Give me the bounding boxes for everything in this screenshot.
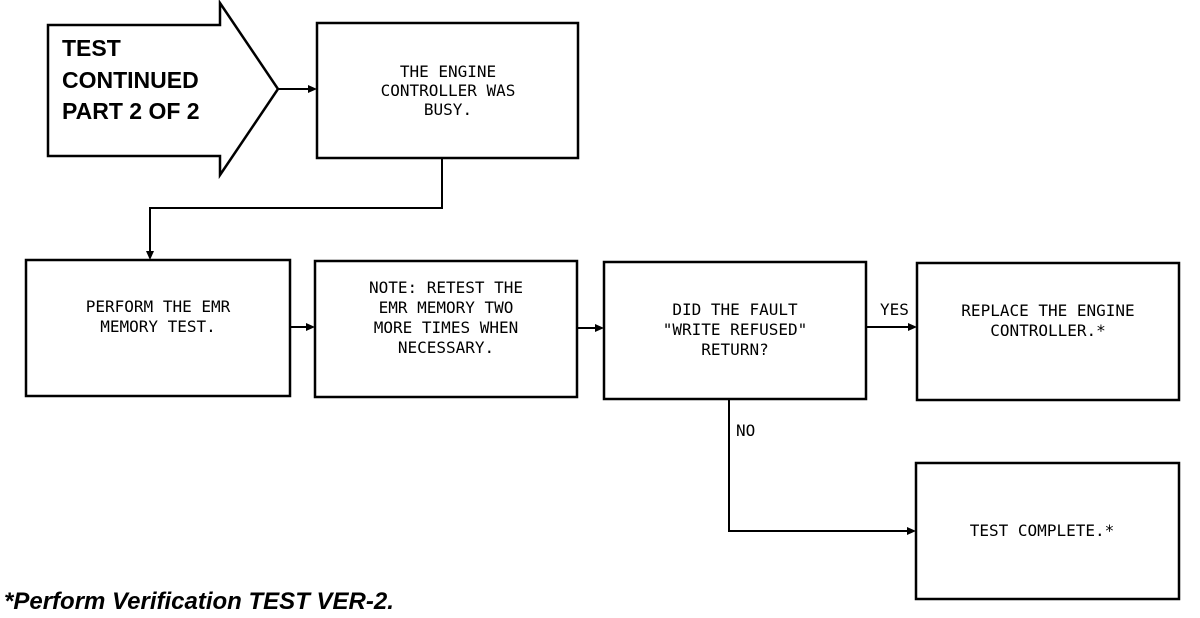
perform-emr-line-2: MEMORY TEST.: [100, 317, 216, 336]
yes-label: YES: [880, 300, 909, 319]
connector-entry-to-busy: [278, 85, 317, 93]
connector-yes: YES: [866, 300, 917, 331]
connector-note-to-decision: [577, 324, 604, 332]
connector-perform-to-note: [290, 323, 315, 331]
replace-controller-line-2: CONTROLLER.*: [990, 321, 1106, 340]
note-retest-line-2: EMR MEMORY TWO: [379, 298, 514, 317]
did-fault-line-3: RETURN?: [701, 340, 768, 359]
note-retest-line-4: NECESSARY.: [398, 338, 494, 357]
footnote: *Perform Verification TEST VER-2.: [4, 588, 394, 615]
entry-arrow: TEST CONTINUED PART 2 OF 2: [46, 0, 280, 180]
perform-emr-line-1: PERFORM THE EMR: [86, 297, 231, 316]
connector-no: NO: [728, 399, 916, 535]
engine-busy-line-1: THE ENGINE: [400, 62, 496, 81]
engine-busy-line-2: CONTROLLER WAS: [381, 81, 516, 100]
box-note-retest: NOTE: RETEST THE EMR MEMORY TWO MORE TIM…: [313, 259, 579, 399]
box-did-fault: DID THE FAULT "WRITE REFUSED" RETURN?: [602, 260, 868, 401]
entry-line-2: CONTINUED: [62, 67, 199, 93]
box-perform-emr: PERFORM THE EMR MEMORY TEST.: [24, 258, 292, 398]
did-fault-line-2: "WRITE REFUSED": [663, 320, 808, 339]
note-retest-line-3: MORE TIMES WHEN: [374, 318, 519, 337]
connector-busy-to-perform: [146, 158, 443, 260]
box-replace-controller: REPLACE THE ENGINE CONTROLLER.*: [915, 261, 1181, 402]
entry-line-3: PART 2 OF 2: [62, 98, 200, 124]
box-test-complete: TEST COMPLETE.*: [914, 461, 1181, 601]
box-engine-busy: THE ENGINE CONTROLLER WAS BUSY.: [315, 21, 580, 160]
replace-controller-line-1: REPLACE THE ENGINE: [961, 301, 1134, 320]
entry-line-1: TEST: [62, 35, 121, 61]
no-label: NO: [736, 421, 755, 440]
did-fault-line-1: DID THE FAULT: [672, 300, 798, 319]
note-retest-line-1: NOTE: RETEST THE: [369, 278, 523, 297]
test-complete-line-1: TEST COMPLETE.*: [970, 521, 1115, 540]
engine-busy-line-3: BUSY.: [424, 100, 472, 119]
